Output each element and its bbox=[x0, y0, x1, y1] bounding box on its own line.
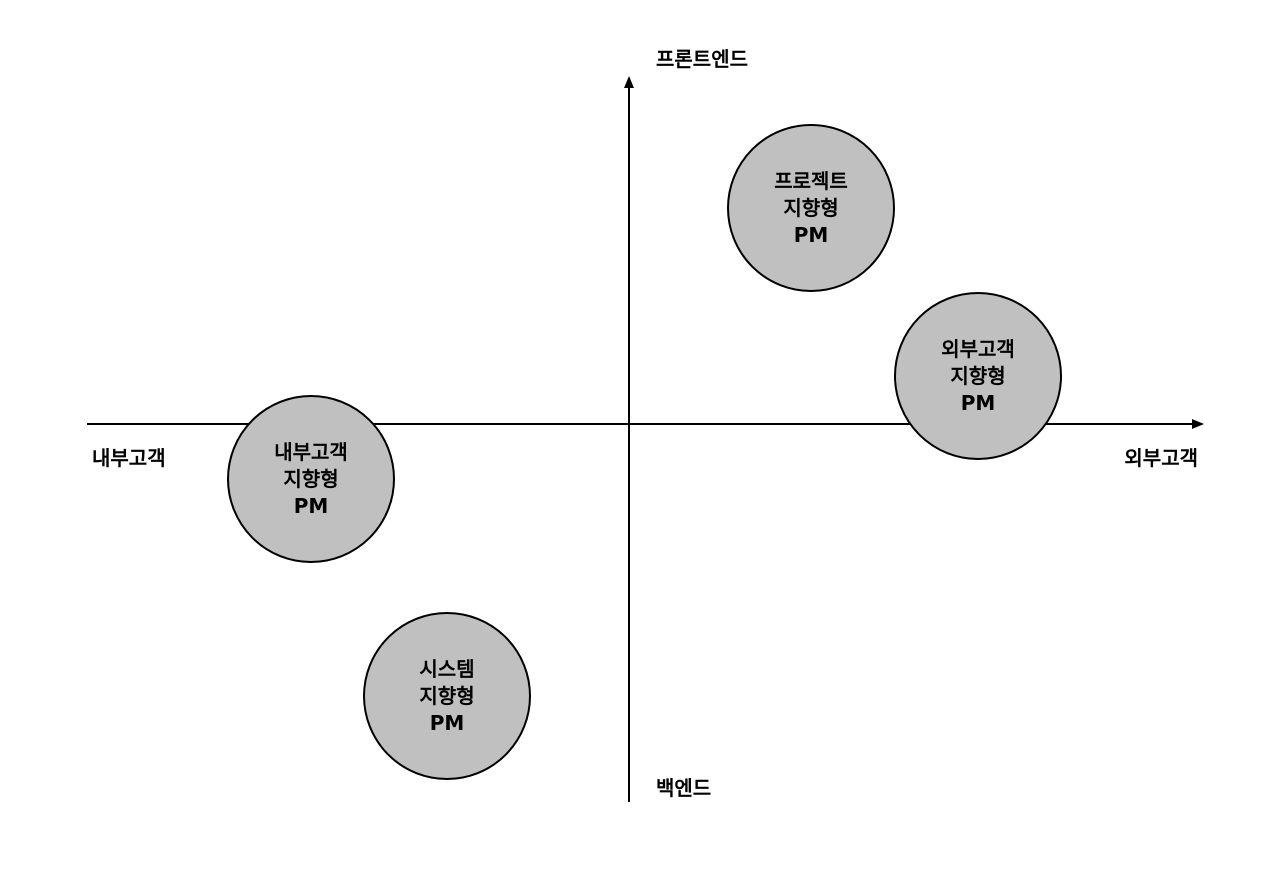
circle-system-oriented-pm: 시스템 지향형 PM bbox=[363, 612, 531, 780]
circle-project-oriented-pm: 프로젝트 지향형 PM bbox=[727, 124, 895, 292]
axis-label-bottom: 백엔드 bbox=[656, 776, 711, 800]
circle-internal-customer-oriented-pm: 내부고객 지향형 PM bbox=[227, 395, 395, 563]
axis-label-right: 외부고객 bbox=[1124, 446, 1198, 470]
circle-label-line: 내부고객 bbox=[274, 440, 348, 464]
circle-label-line: 지향형 bbox=[783, 196, 838, 220]
circle-shape bbox=[894, 292, 1062, 460]
circle-label-line: PM bbox=[961, 391, 996, 415]
circle-external-customer-oriented-pm: 외부고객 지향형 PM bbox=[894, 292, 1062, 460]
circle-label-line: PM bbox=[430, 711, 465, 735]
circle-label-line: 지향형 bbox=[283, 467, 338, 491]
circle-label-line: 지향형 bbox=[419, 684, 474, 708]
circle-shape bbox=[363, 612, 531, 780]
circle-label-line: 지향형 bbox=[950, 364, 1005, 388]
axis-label-top: 프론트엔드 bbox=[656, 47, 748, 71]
circle-shape bbox=[727, 124, 895, 292]
circle-label-line: PM bbox=[294, 494, 329, 518]
circle-label-line: 외부고객 bbox=[941, 337, 1015, 361]
axis-label-left: 내부고객 bbox=[92, 446, 166, 470]
circle-shape bbox=[227, 395, 395, 563]
circle-label-line: 프로젝트 bbox=[774, 169, 848, 193]
circle-label-line: 시스템 bbox=[419, 657, 474, 681]
circle-label-line: PM bbox=[794, 223, 829, 247]
